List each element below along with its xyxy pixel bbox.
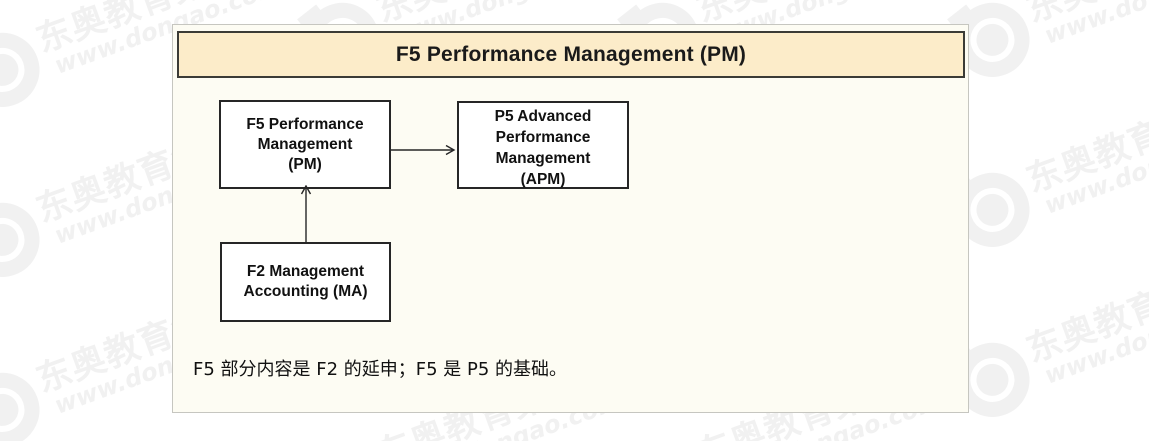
node-line: Management [495, 150, 591, 167]
dongao-logo-icon [295, 437, 390, 441]
node-line: Management [257, 135, 353, 153]
dongao-logo-icon [0, 22, 50, 118]
caption-note: F5 部分内容是 F2 的延申；F5 是 P5 的基础。 [193, 359, 568, 380]
dongao-logo-icon [0, 192, 50, 288]
node-f2-management-accounting[interactable]: F2 Management Accounting (MA) [220, 242, 391, 322]
node-line: Accounting (MA) [243, 283, 368, 300]
arrow-f2-to-f5 [300, 185, 312, 243]
node-line: Performance [495, 129, 591, 146]
watermark-cn-text: 东奥教育集团 [1018, 0, 1149, 33]
node-line: (APM) [520, 171, 566, 188]
diagram-panel: F5 Performance Management (PM) F5 Perfor… [172, 24, 969, 413]
node-line: P5 Advanced [494, 108, 592, 125]
node-f5-performance-management[interactable]: F5 Performance Management (PM) [219, 100, 391, 189]
page-title: F5 Performance Management (PM) [395, 42, 747, 66]
watermark-cn-text: 东奥教育集团 [1021, 259, 1149, 371]
watermark-url-text: www.dongao.com [1040, 111, 1149, 220]
node-p5-advanced-performance-management[interactable]: P5 Advanced Performance Management (APM) [457, 101, 629, 189]
watermark-url-text: www.dongao.com [1041, 0, 1149, 50]
arrow-f5-to-p5 [391, 144, 456, 156]
panel-title-bar: F5 Performance Management (PM) [177, 31, 965, 78]
node-line: (PM) [288, 155, 322, 173]
dongao-logo-icon [615, 437, 710, 441]
watermark-url-text: www.dongao.com [1040, 281, 1149, 390]
node-line: F2 Management [246, 263, 365, 280]
watermark-cn-text: 东奥教育集团 [1021, 89, 1149, 201]
node-line: F5 Performance [246, 115, 364, 133]
dongao-logo-icon [0, 362, 50, 441]
